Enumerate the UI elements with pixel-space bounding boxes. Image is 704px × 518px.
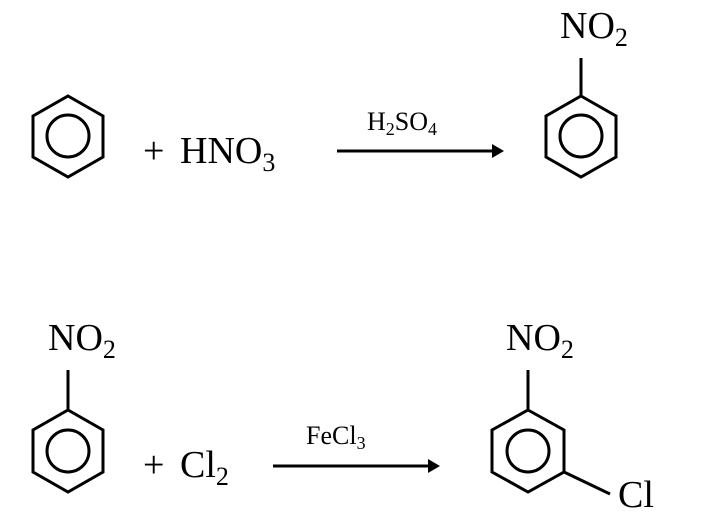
- nitrobenzene-reactant: NO2: [31, 317, 116, 494]
- benzene-ring: [31, 94, 105, 179]
- nitro-group-label: NO2: [48, 317, 116, 364]
- reaction-arrow: [337, 144, 504, 158]
- chloronitrobenzene-product: NO2 Cl: [490, 317, 654, 516]
- nitro-group-label: NO2: [506, 317, 574, 364]
- plus-sign: +: [143, 444, 164, 486]
- nitro-group-label: NO2: [560, 5, 628, 52]
- plus-sign: +: [143, 130, 164, 172]
- reaction-arrow: [273, 459, 440, 473]
- nitric-acid: HNO3: [180, 130, 275, 177]
- catalyst-ferric-chloride: FeCl3: [306, 421, 366, 453]
- chlorine: Cl2: [180, 444, 229, 491]
- chloro-group-label: Cl: [618, 474, 654, 516]
- catalyst-sulfuric-acid: H2SO4: [367, 107, 437, 139]
- nitrobenzene-product: NO2: [544, 5, 628, 179]
- reaction-2: NO2 + Cl2 FeCl3 NO2 Cl: [31, 317, 654, 516]
- reaction-1: + HNO3 H2SO4 NO2: [31, 5, 628, 179]
